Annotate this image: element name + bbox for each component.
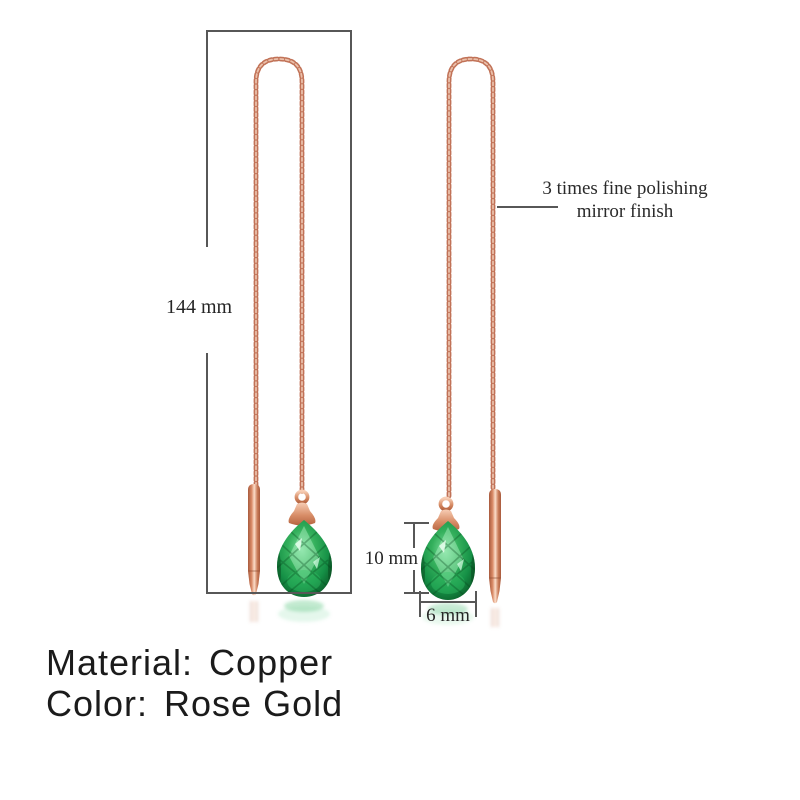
right-earring-chain (446, 56, 496, 499)
polish-callout-line2: mirror finish (576, 201, 674, 222)
left-earring-hook-ring (294, 489, 310, 505)
color-label: Color: (46, 683, 149, 724)
drop-height-line-lower (413, 570, 415, 594)
drop-height-label: 10 mm (364, 548, 418, 569)
right-earring-crystal (421, 521, 475, 600)
material-label: Material: (46, 642, 194, 683)
color-row: Color: Rose Gold (46, 683, 343, 724)
left-earring (248, 56, 332, 622)
dim-box-left-line-upper (206, 30, 208, 247)
drop-width-line (419, 601, 477, 603)
right-earring-reflection (422, 603, 499, 627)
material-value: Copper (209, 642, 334, 683)
product-specs: Material: Copper Color: Rose Gold (46, 642, 343, 724)
polish-callout: 3 times fine polishing mirror finish (530, 177, 720, 223)
left-earring-chain (253, 56, 305, 495)
right-earring-bar (489, 489, 501, 604)
drop-width-left-tick (419, 591, 421, 617)
dim-box-top-line (206, 30, 352, 32)
polish-callout-line1: 3 times fine polishing (542, 178, 708, 199)
right-earring-hook-ring (438, 496, 454, 512)
callout-leader-line (497, 206, 558, 208)
left-earring-reflection (250, 600, 330, 622)
drop-width-label: 6 mm (426, 605, 470, 626)
color-value: Rose Gold (164, 683, 344, 724)
dim-box-left-line-lower (206, 353, 208, 594)
left-earring-bail-cap (288, 502, 316, 526)
dim-box-bottom-line (206, 592, 352, 594)
left-earring-bar (248, 484, 260, 596)
drop-width-right-tick (475, 591, 477, 617)
dim-box-right-line (350, 30, 352, 594)
drop-height-line-upper (413, 522, 415, 548)
material-row: Material: Copper (46, 642, 343, 683)
left-earring-crystal (277, 520, 332, 597)
chain-length-label: 144 mm (165, 296, 233, 318)
right-earring (421, 56, 501, 627)
drop-height-top-tick (404, 522, 429, 524)
drop-height-bottom-tick (404, 592, 429, 594)
